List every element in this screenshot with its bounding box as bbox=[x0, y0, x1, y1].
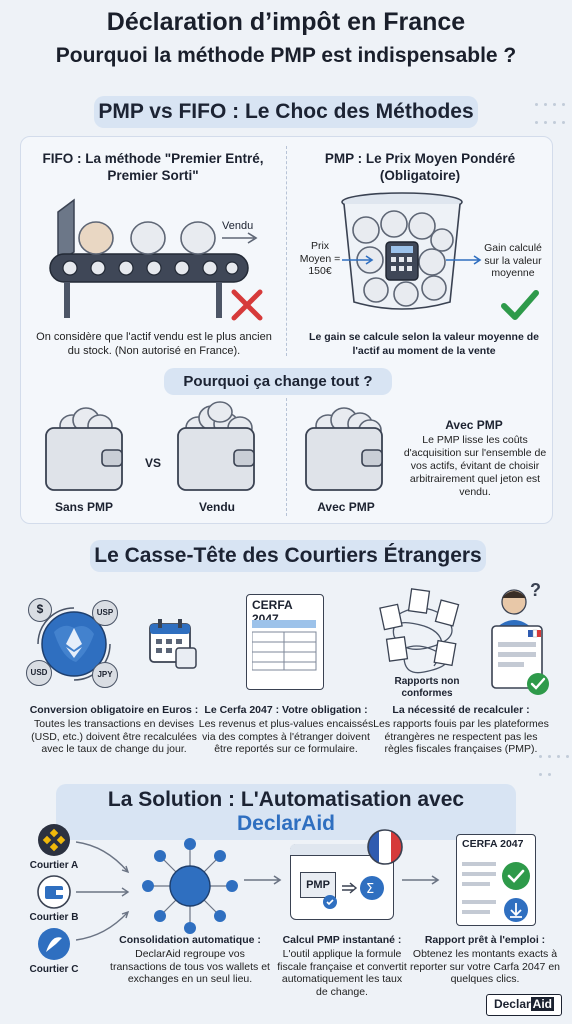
currency-coin-dollar: $ bbox=[28, 598, 52, 622]
divider bbox=[286, 398, 287, 516]
sol-col2-text: L'outil applique la formule fiscale fran… bbox=[277, 948, 407, 998]
page-subtitle: Pourquoi la méthode PMP est indispensabl… bbox=[55, 44, 517, 67]
section-pill-methods: PMP vs FIFO : Le Choc des Méthodes bbox=[94, 96, 478, 128]
sol-col3-title: Rapport prêt à l'emploi : bbox=[424, 934, 546, 946]
solution-pill-text: La Solution : L'Automatisation avec bbox=[107, 788, 465, 811]
wallet-icon bbox=[177, 401, 255, 491]
coin-jar-illustration bbox=[341, 192, 463, 310]
page-title: Déclaration d’impôt en France bbox=[106, 8, 466, 36]
calendar-icon bbox=[149, 619, 197, 669]
broker-a-icon bbox=[38, 824, 70, 856]
wallet-label-vendu: Vendu bbox=[198, 500, 235, 514]
pmp-calc-illustration: Σ bbox=[323, 876, 384, 909]
col1-title: Conversion obligatoire en Euros : bbox=[29, 704, 199, 716]
logo-part1: Declar bbox=[493, 997, 531, 1011]
col3-text: Les rapports fouis par les plateformes é… bbox=[373, 718, 549, 755]
pmp-title: PMP : Le Prix Moyen Pondéré (Obligatoire… bbox=[324, 151, 516, 183]
col2-title: Le Cerfa 2047 : Votre obligation : bbox=[204, 704, 368, 716]
currency-globe-illustration bbox=[37, 607, 111, 681]
avec-pmp-text: Le PMP lisse les coûts d'acquisition sur… bbox=[403, 434, 547, 498]
sol-col1-title: Consolidation automatique : bbox=[119, 934, 261, 946]
wallet-label-sans-pmp: Sans PMP bbox=[54, 500, 114, 514]
svg-text:Σ: Σ bbox=[366, 882, 374, 897]
report-cerfa-label: CERFA 2047 bbox=[462, 838, 524, 850]
pmp-arrows bbox=[342, 255, 482, 265]
broker-c-label: Courtier C bbox=[29, 964, 79, 975]
currency-coin-usp: USP bbox=[92, 600, 118, 626]
wallet-icon bbox=[45, 407, 123, 491]
col2-text: Les revenus et plus-values encaissés via… bbox=[198, 718, 374, 755]
flow-arrow bbox=[244, 875, 282, 885]
section-pill-solution: La Solution : L'Automatisation avec Decl… bbox=[56, 784, 516, 840]
broker-c-icon bbox=[38, 928, 70, 960]
reports-label: Rapports non conformes bbox=[394, 676, 460, 699]
col3-title: La nécessité de recalculer : bbox=[392, 704, 530, 716]
flow-arrow bbox=[402, 875, 440, 885]
checkmark-icon bbox=[501, 290, 539, 320]
section-pill-brokers: Le Casse-Tête des Courtiers Étrangers bbox=[90, 540, 486, 572]
broker-b-label: Courtier B bbox=[29, 912, 79, 923]
broker-b-icon bbox=[37, 875, 71, 909]
wallet-label-avec-pmp: Avec PMP bbox=[317, 500, 375, 514]
sol-col3-text: Obtenez les montants exacts à reporter s… bbox=[410, 948, 560, 985]
divider bbox=[286, 146, 287, 356]
sol-col1-text: DeclarAid regroupe vos transactions de t… bbox=[110, 948, 270, 985]
avec-pmp-title: Avec PMP bbox=[445, 418, 503, 432]
solution-pill-brand: DeclarAid bbox=[236, 812, 336, 835]
sol-col2-title: Calcul PMP instantané : bbox=[282, 934, 402, 946]
currency-coin-usd: USD bbox=[26, 660, 52, 686]
conveyor-illustration bbox=[49, 198, 258, 318]
confused-user-illustration bbox=[491, 589, 549, 695]
hub-illustration bbox=[142, 838, 238, 934]
pmp-description: Le gain se calcule selon la valeur moyen… bbox=[309, 331, 539, 357]
broker-arrows bbox=[76, 841, 130, 941]
tangled-reports-illustration bbox=[379, 588, 460, 674]
french-flag-icon bbox=[367, 829, 403, 865]
currency-coin-jpy: JPY bbox=[92, 662, 118, 688]
logo-part2: Aid bbox=[530, 997, 555, 1011]
cross-icon bbox=[231, 289, 263, 321]
vs-label: VS bbox=[144, 456, 161, 470]
question-mark: ? bbox=[530, 580, 541, 600]
wallet-icon bbox=[305, 407, 383, 491]
pmp-left-label: Prix Moyen = 150€ bbox=[299, 240, 341, 277]
fifo-description: On considère que l'actif vendu est le pl… bbox=[36, 331, 272, 357]
pmp-right-label: Gain calculé sur la valeur moyenne bbox=[484, 242, 542, 279]
why-pill: Pourquoi ça change tout ? bbox=[164, 368, 392, 395]
col1-text: Toutes les transactions en devises (USD,… bbox=[31, 718, 197, 755]
fifo-title: FIFO : La méthode "Premier Entré, Premie… bbox=[42, 151, 264, 183]
broker-a-label: Courtier A bbox=[29, 860, 79, 871]
pmp-doc-label: PMP bbox=[300, 872, 336, 898]
form-lines bbox=[252, 620, 317, 671]
report-icons bbox=[462, 862, 530, 922]
decorative-dots bbox=[536, 748, 572, 784]
fifo-arrow-label: Vendu bbox=[222, 220, 254, 232]
